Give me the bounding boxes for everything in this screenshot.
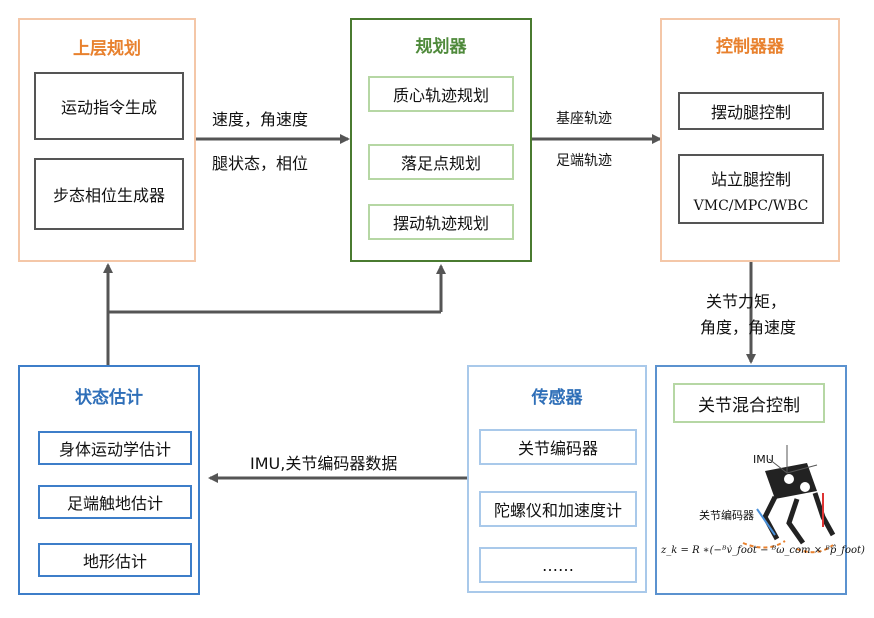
- com-trajectory-item: 质心轨迹规划: [368, 76, 514, 112]
- label-foot-trajectory: 足端轨迹: [556, 153, 612, 169]
- upper-planning-title: 上层规划: [73, 39, 141, 59]
- label-speed-angular: 速度，角速度: [212, 110, 309, 129]
- more-sensors-item: ……: [479, 547, 637, 583]
- joint-encoder-item: 关节编码器: [479, 429, 637, 465]
- label-base-trajectory: 基座轨迹: [556, 111, 612, 127]
- foothold-planning-item: 落足点规划: [368, 144, 514, 180]
- observation-formula: z_k = R ∗(−ᴮv̇_foot − ᴮω_com × ᴮp̂_foot): [661, 545, 865, 556]
- sensor-title: 传感器: [531, 388, 583, 408]
- controller-title: 控制器器: [716, 37, 784, 57]
- swing-leg-control-item: 摆动腿控制: [678, 92, 824, 130]
- state-estimation-block: 状态估计 身体运动学估计 足端触地估计 地形估计: [18, 365, 200, 595]
- body-kinematics-item: 身体运动学估计: [38, 431, 192, 465]
- swing-trajectory-item: 摆动轨迹规划: [368, 204, 514, 240]
- stance-methods-label: VMC/MPC/WBC: [693, 198, 809, 214]
- sensor-block: 传感器 关节编码器 陀螺仪和加速度计 ……: [467, 365, 647, 593]
- joint-encoder-label: 关节编码器: [699, 509, 754, 522]
- label-angle-velocity: 角度，角速度: [700, 318, 797, 337]
- stance-leg-label: 站立腿控制: [710, 170, 791, 189]
- gyro-accel-item: 陀螺仪和加速度计: [479, 491, 637, 527]
- gait-phase-item: 步态相位生成器: [34, 158, 184, 230]
- foot-contact-item: 足端触地估计: [38, 485, 192, 519]
- label-joint-torque: 关节力矩，: [706, 292, 787, 311]
- controller-block: 控制器器 摆动腿控制 站立腿控制 VMC/MPC/WBC: [660, 18, 840, 262]
- robot-illustration: [742, 445, 836, 554]
- joint-hybrid-control-block: 关节混合控制 IMU 关节编码器 z_k = R ∗(−ᴮv̇_foot − ᴮ…: [655, 365, 865, 595]
- planner-title: 规划器: [415, 37, 467, 57]
- planner-block: 规划器 质心轨迹规划 落足点规划 摆动轨迹规划: [350, 18, 532, 262]
- stance-leg-control-item: 站立腿控制 VMC/MPC/WBC: [678, 154, 824, 224]
- state-estimation-title: 状态估计: [75, 388, 143, 408]
- motion-command-item: 运动指令生成: [34, 72, 184, 140]
- label-imu-encoder-data: IMU,关节编码器数据: [250, 454, 398, 473]
- terrain-estimation-item: 地形估计: [38, 543, 192, 577]
- joint-hybrid-control-title: 关节混合控制: [673, 383, 825, 423]
- label-leg-state-phase: 腿状态，相位: [212, 154, 309, 173]
- upper-planning-block: 上层规划 运动指令生成 步态相位生成器: [18, 18, 196, 262]
- imu-label: IMU: [753, 453, 774, 466]
- feedback-line: [106, 310, 441, 365]
